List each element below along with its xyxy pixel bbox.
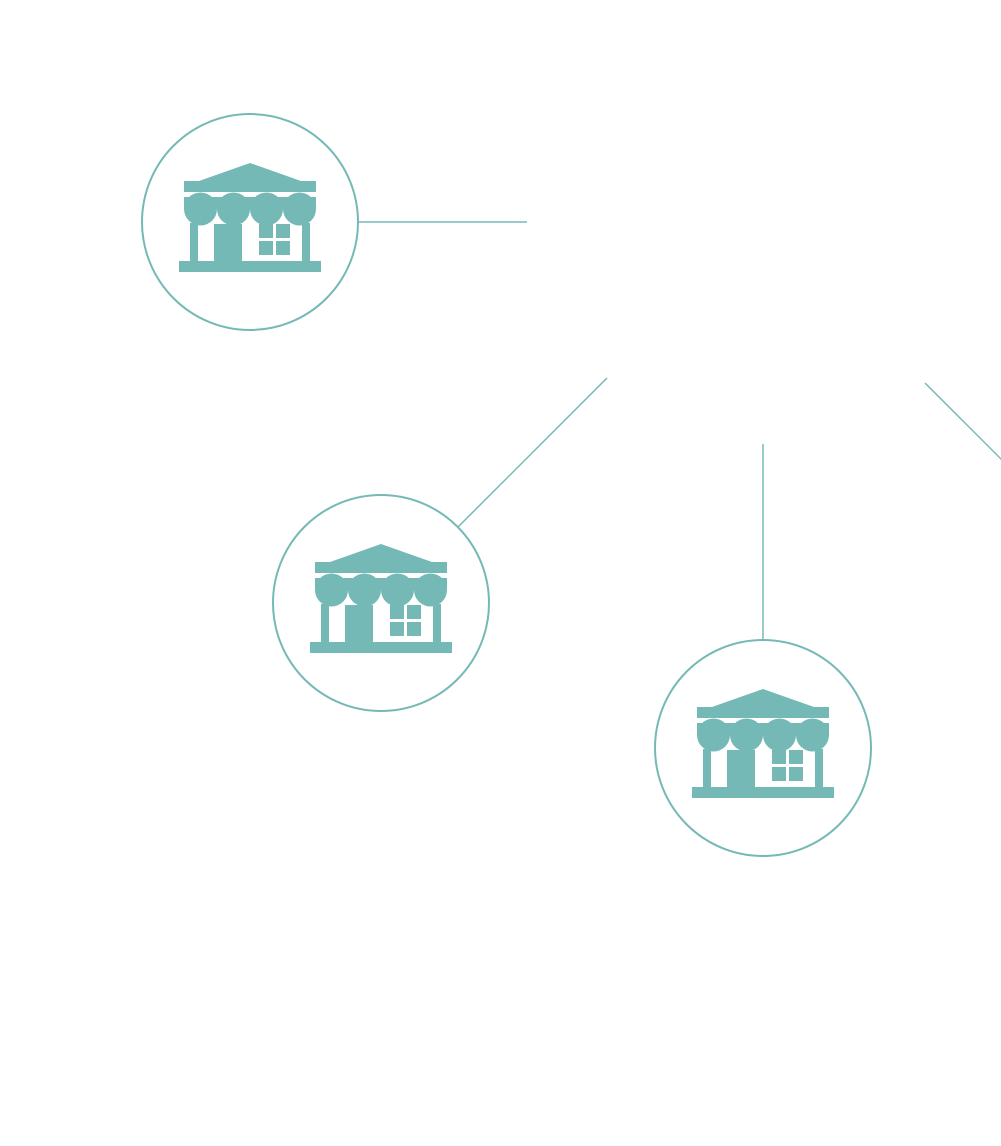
store-node-2 bbox=[272, 494, 490, 712]
store-node-3 bbox=[654, 639, 872, 857]
connector-offscreen bbox=[924, 382, 1001, 461]
node-ring bbox=[654, 639, 872, 857]
node-ring bbox=[272, 494, 490, 712]
connector-store-2 bbox=[457, 377, 608, 528]
store-node-1 bbox=[141, 113, 359, 331]
node-ring bbox=[141, 113, 359, 331]
